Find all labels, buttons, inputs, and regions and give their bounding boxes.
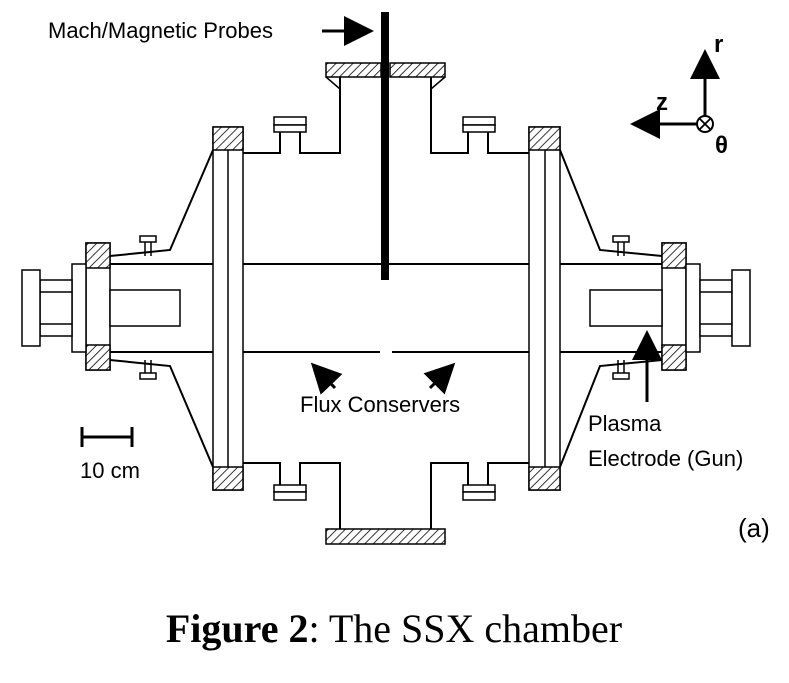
scale-label: 10 cm — [80, 458, 140, 483]
scale-bar — [80, 427, 134, 447]
axis-z-label: z — [656, 89, 668, 116]
probes-label: Mach/Magnetic Probes — [48, 18, 273, 43]
caption-bold: Figure 2 — [166, 606, 309, 651]
flux-label: Flux Conservers — [300, 392, 460, 417]
plasma-label-line1: Plasma — [588, 411, 662, 436]
plasma-label-line2: Electrode (Gun) — [588, 446, 743, 471]
caption-rest: : The SSX chamber — [308, 606, 622, 651]
axis-r-label: r — [714, 31, 723, 58]
axis-theta-label: θ — [715, 132, 728, 159]
flux-arrow-right — [423, 362, 456, 395]
coordinate-axes — [630, 49, 720, 139]
figure-caption: Figure 2: The SSX chamber — [166, 606, 622, 651]
flux-arrow-left — [310, 362, 343, 395]
probe-rod — [381, 12, 389, 280]
panel-label: (a) — [738, 513, 770, 543]
